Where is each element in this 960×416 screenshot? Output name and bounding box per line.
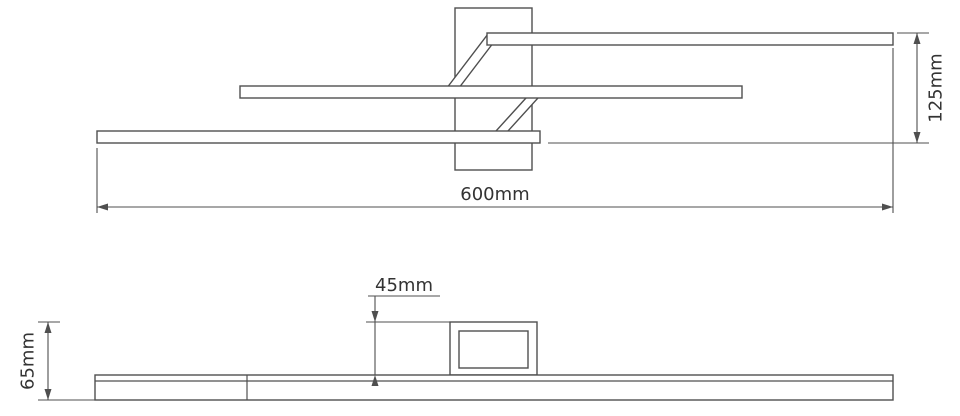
dimension-depth: 125mm (548, 32, 947, 144)
total-height-dimension-label: 65mm (18, 332, 39, 390)
arrowhead-right (882, 203, 893, 211)
arrowhead-down (44, 389, 52, 400)
arrowhead-up (371, 375, 379, 386)
dimension-width: 600mm (96, 48, 894, 213)
light-arm-middle (239, 85, 743, 99)
arrowhead-down (371, 311, 379, 322)
canopy-height-dimension-label: 45mm (375, 275, 433, 296)
arrowhead-up (913, 33, 921, 44)
width-dimension-label: 600mm (460, 184, 529, 205)
arrowhead-up (44, 322, 52, 333)
dimension-canopy-height: 45mm (366, 275, 450, 386)
depth-dimension-label: 125mm (926, 53, 947, 122)
canopy-box-inner (458, 330, 529, 369)
light-arm-bottom (96, 130, 541, 144)
light-arm-top (486, 32, 894, 46)
arrowhead-left (97, 203, 108, 211)
top-view (96, 7, 894, 171)
front-view (94, 321, 894, 401)
arrowhead-down (913, 132, 921, 143)
dimension-total-height: 65mm (18, 321, 95, 401)
light-bar-front-view (94, 374, 894, 401)
